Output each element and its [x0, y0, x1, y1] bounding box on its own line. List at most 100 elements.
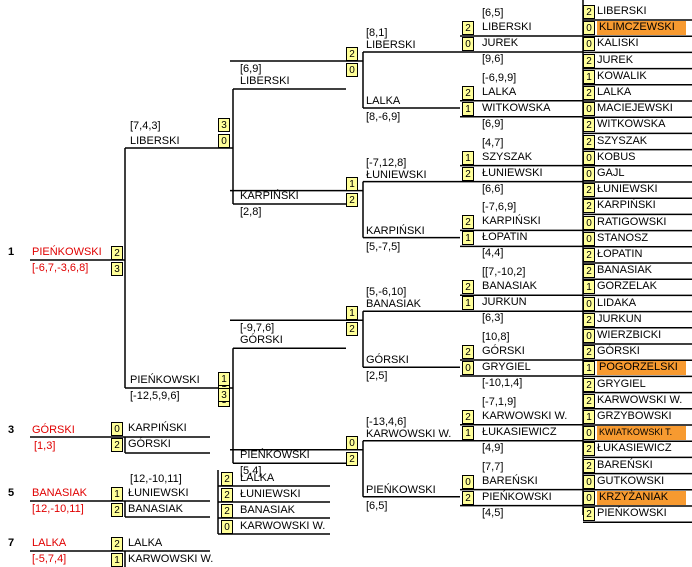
round3-player: KARPIŃSKI [366, 224, 425, 237]
match-score-detail: [6,3] [482, 312, 504, 325]
seventh-player: KARWOWSKI W. [128, 553, 214, 565]
final-score: 3 [111, 262, 123, 276]
match-score-detail: [2,8] [240, 206, 262, 218]
player-name: STANOSZ [597, 231, 649, 244]
first-round-score: 0 [583, 21, 595, 36]
seventh-score-detail: [-5,7,4] [32, 553, 67, 565]
round2-player: GRYGIEL [482, 361, 531, 373]
round2-player: PIEŃKOWSKI [482, 490, 552, 503]
fifth-semi-score: 0 [221, 520, 233, 534]
player-name: RATIGOWSKI [597, 215, 667, 228]
match-score-detail: [-6,9,9] [482, 71, 517, 84]
player-name: WIERZBICKI [597, 329, 662, 341]
match-score-detail: [7,7] [482, 460, 504, 473]
match-score-detail: [6,9] [482, 117, 504, 130]
round2-score: 0 [462, 474, 474, 489]
round3-player: LIBERSKI [366, 39, 416, 51]
round2-score: 1 [462, 150, 474, 165]
round2-score: 2 [462, 166, 474, 181]
place-number: 1 [8, 246, 15, 258]
round2-player: GÓRSKI [482, 345, 525, 357]
round2-player: WITKOWSKA [482, 101, 551, 114]
round2-score: 2 [462, 21, 474, 35]
semifinal-score: 3 [218, 388, 230, 402]
final-score-detail: [-6,7,-3,6,8] [32, 262, 89, 274]
final-score: 2 [111, 246, 123, 260]
first-round-score: 1 [583, 361, 595, 376]
player-name: JURKUN [597, 312, 642, 325]
fifth-semi-score: 2 [221, 504, 233, 518]
round2-score: 0 [462, 37, 474, 51]
first-round-score: 2 [583, 53, 595, 68]
first-round-score: 2 [583, 442, 595, 457]
player-name: KARPIŃSKI [597, 199, 656, 212]
first-round-score: 0 [583, 215, 595, 230]
round3-score: 1 [346, 176, 358, 191]
round2-player: BAREŃSKI [482, 474, 538, 487]
place-number: 5 [8, 487, 15, 499]
round4-player: PIEŃKOWSKI [240, 449, 310, 462]
match-score-detail: [-13,4,6] [366, 415, 407, 428]
first-round-score: 0 [583, 474, 595, 489]
fifth-semi-score: 2 [221, 472, 233, 486]
round2-player: JUREK [482, 37, 519, 49]
first-round-score: 0 [583, 102, 595, 117]
first-round-score: 2 [583, 312, 595, 327]
round2-score: 2 [462, 215, 474, 230]
match-score-detail: [4,9] [482, 441, 504, 454]
seventh-score: 1 [111, 553, 123, 567]
first-round-score: 2 [583, 458, 595, 473]
player-name: KALISKI [597, 37, 639, 50]
match-score-detail: [7,4,3] [130, 120, 161, 132]
third-player: KARPIŃSKI [128, 422, 187, 434]
round2-score: 1 [462, 425, 474, 440]
round3-score: 0 [346, 435, 358, 450]
match-score-detail: [6,9] [240, 63, 262, 75]
first-round-score: 2 [583, 393, 595, 408]
round4-player: LIBERSKI [240, 75, 290, 87]
fifth-semi-player: ŁUNIEWSKI [240, 488, 301, 500]
round2-player: JURKUN [482, 296, 527, 309]
champion-name: PIEŃKOWSKI [32, 246, 102, 258]
fifth-semi-player: KARWOWSKI W. [240, 520, 326, 532]
match-score-detail: [4,4] [482, 247, 504, 260]
round2-player: LALKA [482, 85, 517, 98]
player-name: MACIEJEWSKI [597, 102, 673, 115]
match-score-detail: [12,-10,11] [130, 473, 182, 485]
player-name-highlight: POGORZELSKI [597, 361, 686, 376]
player-name: KOBUS [597, 150, 636, 163]
semifinal-player: PIEŃKOWSKI [130, 374, 200, 386]
player-name: GORZELAK [597, 280, 657, 293]
first-round-score: 1 [583, 69, 595, 84]
round3-player: PIEŃKOWSKI [366, 483, 436, 496]
player-name: GRZYBOWSKI [597, 410, 672, 422]
semifinal-player: LIBERSKI [130, 135, 180, 147]
player-name: GRYGIEL [597, 377, 646, 390]
first-round-score: 0 [583, 37, 595, 52]
fifth-score-detail: [12,-10,11] [32, 503, 84, 515]
round2-player: ŁUNIEWSKI [482, 166, 543, 179]
player-name: ŁOPATIN [597, 248, 643, 260]
first-round-score: 0 [583, 426, 595, 441]
player-name: JUREK [597, 53, 634, 66]
match-score-detail: [9,6] [482, 53, 504, 65]
first-round-score: 1 [583, 410, 595, 424]
place-number: 7 [8, 537, 15, 549]
player-name: LALKA [597, 86, 632, 98]
first-round-score: 2 [583, 86, 595, 100]
round3-score: 2 [346, 451, 358, 466]
match-score-detail: [-7,6,9] [482, 201, 517, 214]
player-name-highlight: KRZYŻANIAK [597, 491, 686, 505]
player-name: LIDAKA [597, 296, 637, 309]
match-score-detail: [-12,5,9,6] [130, 390, 180, 402]
first-round-score: 0 [583, 150, 595, 165]
player-name: PIEŃKOWSKI [597, 507, 667, 520]
match-score-detail: [6,5] [366, 499, 388, 512]
match-score-detail: [2,5] [366, 370, 388, 383]
player-name: KOWALIK [597, 69, 647, 82]
match-score-detail: [4,7] [482, 136, 504, 149]
first-round-score: 2 [583, 377, 595, 392]
round3-score: 0 [346, 63, 358, 77]
round2-player: KARPIŃSKI [482, 215, 541, 228]
match-score-detail: [-9,7,6] [240, 322, 275, 335]
